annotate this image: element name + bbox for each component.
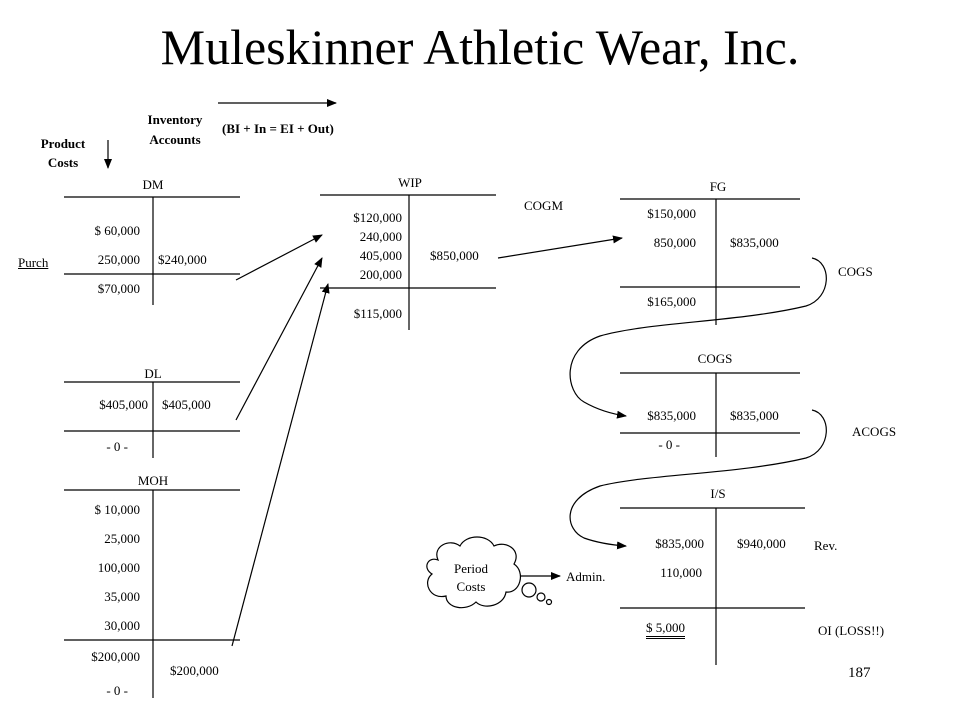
dm-to-wip-arrow <box>235 234 323 281</box>
inventory-label-line2: Accounts <box>149 132 201 147</box>
wip-balance: $115,000 <box>353 306 402 321</box>
wip-t-account <box>320 194 496 330</box>
fg-to-cogs-curve <box>569 257 827 419</box>
moh-t-account <box>64 489 240 698</box>
moh-debit-2: 25,000 <box>104 531 140 546</box>
dm-debit-2: 250,000 <box>97 252 140 267</box>
inventory-label-line1: Inventory <box>147 112 203 127</box>
is-balance: $ 5,000 <box>646 620 685 639</box>
cogs-credit: $835,000 <box>730 408 779 423</box>
fg-balance: $165,000 <box>647 294 696 309</box>
moh-total: $200,000 <box>91 649 140 664</box>
period-costs-line1: Period <box>454 561 488 576</box>
cogs-flow-label: COGS <box>838 264 873 279</box>
fg-t-account <box>620 198 800 325</box>
dl-account-name: DL <box>144 366 162 381</box>
cogs-t-account <box>620 372 800 457</box>
is-t-account <box>620 507 805 665</box>
wip-account-name: WIP <box>398 175 422 190</box>
cogs-balance: - 0 - <box>658 437 680 452</box>
page-title: Muleskinner Athletic Wear, Inc. <box>160 19 800 75</box>
period-costs-line2: Costs <box>456 579 486 594</box>
moh-debit-3: 100,000 <box>97 560 140 575</box>
dm-debit-1: $ 60,000 <box>94 223 141 238</box>
dm-credit: $240,000 <box>158 252 207 267</box>
thought-bubble-small <box>545 598 553 606</box>
fg-account-name: FG <box>709 179 727 194</box>
moh-credit: $200,000 <box>170 663 219 678</box>
dm-account-name: DM <box>142 177 164 192</box>
is-debit-1: $835,000 <box>655 536 704 551</box>
fg-debit-2: 850,000 <box>653 235 696 250</box>
is-credit: $940,000 <box>737 536 786 551</box>
rev-label: Rev. <box>814 538 838 553</box>
acogs-label: ACOGS <box>852 424 897 439</box>
is-account-name: I/S <box>710 486 726 501</box>
moh-balance: - 0 - <box>106 683 128 698</box>
cogs-to-is-curve <box>569 409 827 550</box>
oi-label: OI (LOSS!!) <box>818 623 885 638</box>
dl-to-wip-arrow <box>235 257 323 421</box>
is-debit-2: 110,000 <box>660 565 702 580</box>
wip-debit-4: 200,000 <box>359 267 402 282</box>
moh-debit-1: $ 10,000 <box>94 502 141 517</box>
dm-balance: $70,000 <box>97 281 140 296</box>
moh-debit-4: 35,000 <box>104 589 140 604</box>
wip-credit: $850,000 <box>430 248 479 263</box>
moh-debit-5: 30,000 <box>104 618 140 633</box>
cogm-label: COGM <box>524 198 564 213</box>
wip-debit-1: $120,000 <box>353 210 402 225</box>
moh-account-name: MOH <box>137 473 169 488</box>
page-number: 187 <box>848 665 871 681</box>
purch-label: Purch <box>18 255 49 270</box>
thought-bubble-medium <box>536 592 546 602</box>
fg-credit: $835,000 <box>730 235 779 250</box>
thought-bubble-large <box>521 582 537 598</box>
period-costs-cloud <box>426 536 522 609</box>
dl-debit: $405,000 <box>99 397 148 412</box>
product-label-line2: Costs <box>47 155 79 170</box>
dl-credit: $405,000 <box>162 397 211 412</box>
cogs-account-name: COGS <box>697 351 733 366</box>
admin-label: Admin. <box>566 569 606 584</box>
dm-t-account <box>64 196 240 305</box>
cogs-debit: $835,000 <box>647 408 696 423</box>
dl-t-account <box>64 381 240 458</box>
fg-debit-1: $150,000 <box>647 206 696 221</box>
wip-to-fg-arrow <box>497 235 623 259</box>
dl-balance: - 0 - <box>106 439 128 454</box>
inventory-formula: (BI + In = EI + Out) <box>222 121 334 136</box>
moh-to-wip-arrow <box>231 283 330 647</box>
wip-debit-3: 405,000 <box>359 248 402 263</box>
product-label-line1: Product <box>40 136 86 151</box>
wip-debit-2: 240,000 <box>359 229 402 244</box>
